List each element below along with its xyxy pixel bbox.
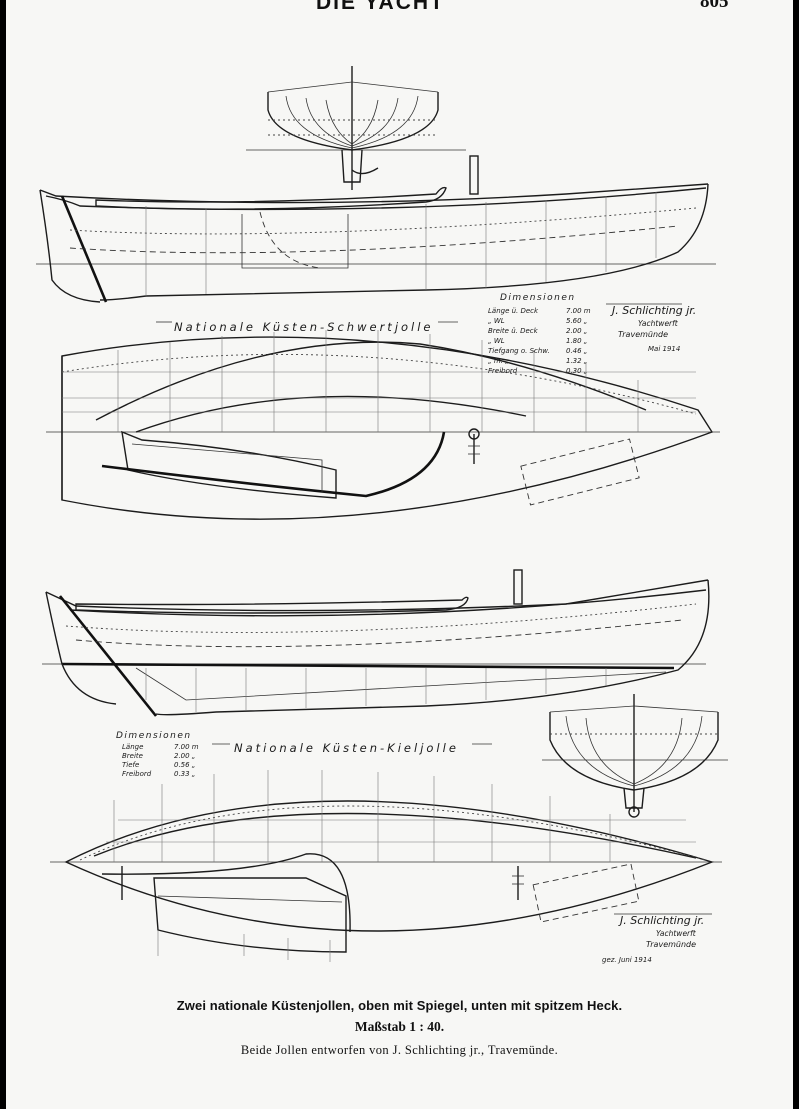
upper-dim-label: „ WL (488, 337, 505, 345)
figure-caption: Zwei nationale Küstenjollen, oben mit Sp… (6, 998, 793, 1058)
lower-signature: J. Schlichting jr. (618, 914, 704, 927)
upper-dim-value: 7.00 m (566, 307, 591, 315)
lower-signature-line3: Travemünde (646, 940, 696, 949)
caption-scale: Maßstab 1 : 40. (354, 1019, 445, 1034)
lower-dim-value: 2.00 „ (174, 752, 195, 760)
upper-dim-value: 2.00 „ (566, 327, 587, 335)
upper-signature-block: J. Schlichting jr. Yachtwerft Travemünde… (606, 303, 696, 353)
lower-dim-value: 0.56 „ (174, 761, 195, 769)
lower-body-plan (542, 694, 728, 818)
lower-dim-label: Tiefe (122, 761, 139, 769)
lower-plan-title: Nationale Küsten-Kieljolle (234, 741, 459, 755)
upper-dim-value: 1.32 „ (566, 357, 587, 365)
journal-title: DIE YACHT (316, 0, 445, 14)
upper-profile (36, 155, 716, 303)
upper-dim-label: Länge ü. Deck (488, 307, 539, 315)
upper-signature-line2: Yachtwerft (638, 319, 679, 328)
upper-dim-value: 5.60 „ (566, 317, 587, 325)
running-head: DIE YACHT 805 (6, 0, 793, 15)
journal-page: DIE YACHT 805 (6, 0, 793, 1109)
upper-dim-label: „ WL (488, 317, 505, 325)
lower-dim-value: 0.33 „ (174, 770, 195, 778)
lower-dimensions: Dimensionen Länge 7.00 m Breite 2.00 „ T… (116, 731, 199, 778)
upper-dim-value: 0.30 „ (566, 367, 587, 375)
upper-signature-line3: Travemünde (618, 330, 668, 339)
upper-dim-label: Breite ü. Deck (488, 327, 539, 335)
lower-dim-label: Freibord (122, 770, 152, 778)
lower-dim-value: 7.00 m (174, 743, 199, 751)
upper-signature: J. Schlichting jr. (610, 304, 696, 317)
lower-signature-line2: Yachtwerft (656, 929, 697, 938)
upper-dim-label: „ m. „ (488, 357, 509, 365)
lower-half-breadth (50, 770, 722, 962)
lower-date: gez. Juni 1914 (602, 956, 652, 964)
caption-main: Zwei nationale Küstenjollen, oben mit Sp… (176, 998, 623, 1013)
upper-dim-value: 0.46 „ (566, 347, 587, 355)
upper-plan-title: Nationale Küsten-Schwertjolle (174, 320, 434, 334)
lower-signature-block: J. Schlichting jr. Yachtwerft Travemünde… (602, 913, 712, 964)
lower-dimensions-heading: Dimensionen (116, 731, 192, 741)
lower-profile (42, 569, 710, 717)
lower-dim-label: Breite (122, 752, 143, 760)
upper-half-breadth (46, 330, 720, 520)
upper-dimensions: Dimensionen Länge ü. Deck 7.00 m „ WL 5.… (488, 293, 591, 375)
upper-dim-label: Freibord (488, 367, 518, 375)
upper-dimensions-heading: Dimensionen (500, 293, 576, 303)
upper-body-plan (246, 66, 466, 190)
caption-designer: Beide Jollen entworfen von J. Schlichtin… (240, 1043, 559, 1057)
upper-dim-label: Tiefgang o. Schw. (488, 347, 550, 355)
lower-dim-label: Länge (122, 743, 143, 751)
upper-date: Mai 1914 (648, 345, 680, 353)
upper-dim-value: 1.80 „ (566, 337, 587, 345)
boat-plans-drawing: Nationale Küsten-Schwertjolle Dimensione… (36, 66, 728, 964)
page-number: 805 (700, 0, 729, 12)
